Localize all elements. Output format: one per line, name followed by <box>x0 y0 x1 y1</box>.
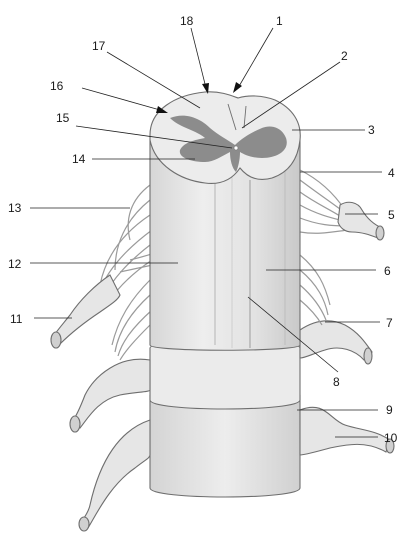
label-5: 5 <box>388 208 395 222</box>
label-16: 16 <box>50 79 64 93</box>
nerve-rootlets-right <box>300 170 348 325</box>
cross-section <box>150 92 300 184</box>
label-2: 2 <box>341 49 348 63</box>
label-8: 8 <box>333 375 340 389</box>
label-17: 17 <box>92 39 106 53</box>
label-14: 14 <box>72 152 86 166</box>
label-15: 15 <box>56 111 70 125</box>
label-13: 13 <box>8 201 22 215</box>
left-nerve-trunk <box>51 275 120 348</box>
label-4: 4 <box>388 166 395 180</box>
label-9: 9 <box>386 403 393 417</box>
label-10: 10 <box>384 431 398 445</box>
label-7: 7 <box>386 316 393 330</box>
label-12: 12 <box>8 257 22 271</box>
right-nerve-trunk <box>338 202 384 240</box>
label-6: 6 <box>384 264 391 278</box>
label-1: 1 <box>276 14 283 28</box>
label-3: 3 <box>368 123 375 137</box>
label-18: 18 <box>180 14 194 28</box>
label-11: 11 <box>10 312 23 326</box>
